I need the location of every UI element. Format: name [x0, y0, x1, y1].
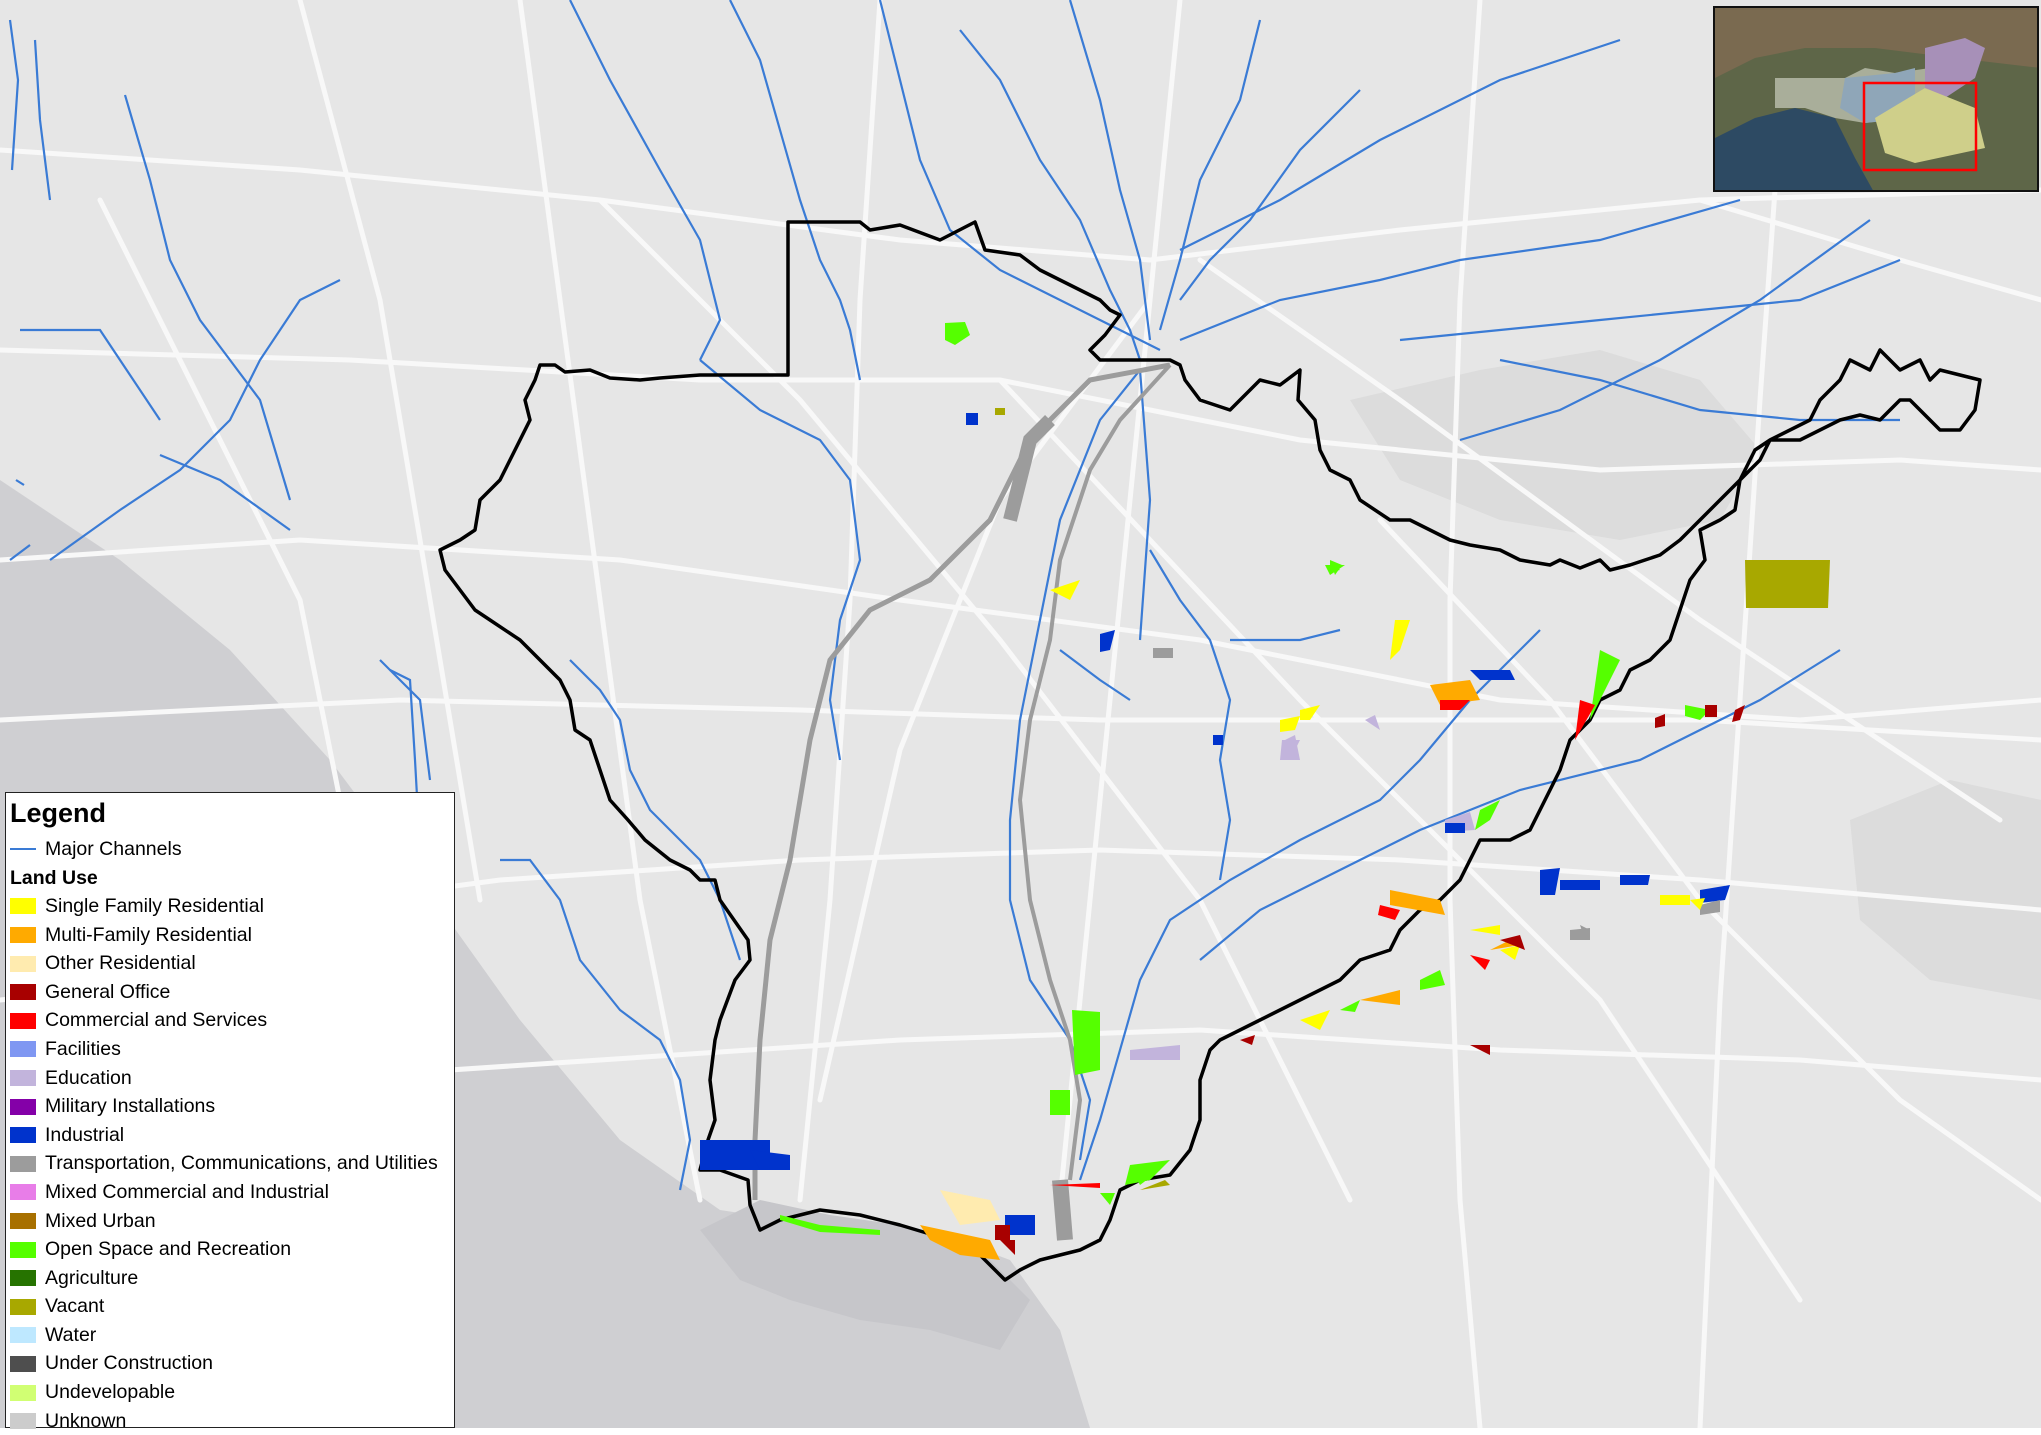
legend-label: Mixed Urban [45, 1209, 156, 1232]
legend-item-land-use: Transportation, Communications, and Util… [10, 1150, 454, 1179]
legend-swatch [10, 1184, 36, 1201]
legend-item-land-use: Vacant [10, 1293, 454, 1322]
legend-swatch [10, 1012, 36, 1029]
legend-swatch [10, 955, 36, 972]
legend-label: Unknown [45, 1409, 127, 1432]
harbor-area [700, 1200, 1030, 1350]
legend-item-land-use: General Office [10, 978, 454, 1007]
legend-label: Education [45, 1066, 132, 1089]
legend-swatch [10, 927, 36, 944]
legend-item-land-use: Single Family Residential [10, 892, 454, 921]
legend-item-land-use: Other Residential [10, 949, 454, 978]
legend-swatch [10, 1213, 36, 1230]
legend-label: Agriculture [45, 1266, 139, 1289]
inset-highlight-box [1862, 81, 1978, 172]
legend-swatch [10, 1127, 36, 1144]
land-use-parcels [700, 322, 1830, 1260]
transportation-corridor [752, 362, 1172, 1241]
legend-label: General Office [45, 980, 171, 1003]
legend-swatch [10, 1070, 36, 1087]
legend-item-land-use: Education [10, 1064, 454, 1093]
legend-label: Water [45, 1323, 97, 1346]
legend-item-land-use: Agriculture [10, 1264, 454, 1293]
legend-item-land-use: Mixed Commercial and Industrial [10, 1178, 454, 1207]
legend-item-land-use: Military Installations [10, 1092, 454, 1121]
legend-swatch [10, 1355, 36, 1372]
legend-label: Multi-Family Residential [45, 923, 252, 946]
legend-swatch [10, 1155, 36, 1172]
legend-item-land-use: Mixed Urban [10, 1207, 454, 1236]
legend-swatch [10, 1041, 36, 1058]
legend-label: Single Family Residential [45, 894, 264, 917]
legend-item-land-use: Facilities [10, 1035, 454, 1064]
legend-swatch [10, 1327, 36, 1344]
legend-item-land-use: Under Construction [10, 1350, 454, 1379]
legend-label: Undevelopable [45, 1381, 176, 1404]
legend-item-land-use: Industrial [10, 1121, 454, 1150]
watershed-boundary [438, 220, 1982, 1282]
legend-label: Military Installations [45, 1095, 216, 1118]
legend-land-use-heading: Land Use [10, 866, 98, 889]
legend-label: Open Space and Recreation [45, 1238, 292, 1261]
legend-item-land-use: Undevelopable [10, 1378, 454, 1407]
channel-line-symbol [10, 848, 36, 851]
legend-label: Industrial [45, 1123, 125, 1146]
legend-swatch [10, 1241, 36, 1258]
legend-item-land-use: Multi-Family Residential [10, 921, 454, 950]
legend-swatch [10, 1098, 36, 1115]
map-legend: Legend Major Channels Land Use Single Fa… [5, 792, 455, 1432]
terrain-area [1850, 780, 2041, 1000]
legend-label: Commercial and Services [45, 1009, 268, 1032]
inset-svg [1715, 8, 2037, 190]
legend-swatch [10, 898, 36, 915]
legend-label: Transportation, Communications, and Util… [45, 1152, 438, 1175]
legend-label: Facilities [45, 1037, 121, 1060]
legend-swatch [10, 984, 36, 1001]
locator-inset-map [1713, 6, 2039, 192]
legend-item-major-channels: Major Channels [10, 835, 454, 864]
legend-item-land-use: Unknown [10, 1407, 454, 1435]
legend-swatch [10, 1384, 36, 1401]
legend-label: Major Channels [45, 837, 182, 860]
legend-title: Legend [10, 798, 107, 828]
legend-label: Other Residential [45, 952, 196, 975]
legend-swatch [10, 1270, 36, 1287]
legend-item-land-use: Open Space and Recreation [10, 1235, 454, 1264]
major-channels [8, 0, 1901, 1191]
legend-swatch [10, 1298, 36, 1315]
legend-item-land-use: Water [10, 1321, 454, 1350]
legend-item-land-use: Commercial and Services [10, 1007, 454, 1036]
legend-swatch [10, 1413, 36, 1430]
legend-label: Mixed Commercial and Industrial [45, 1180, 329, 1203]
legend-label: Vacant [45, 1295, 105, 1318]
legend-label: Under Construction [45, 1352, 213, 1375]
